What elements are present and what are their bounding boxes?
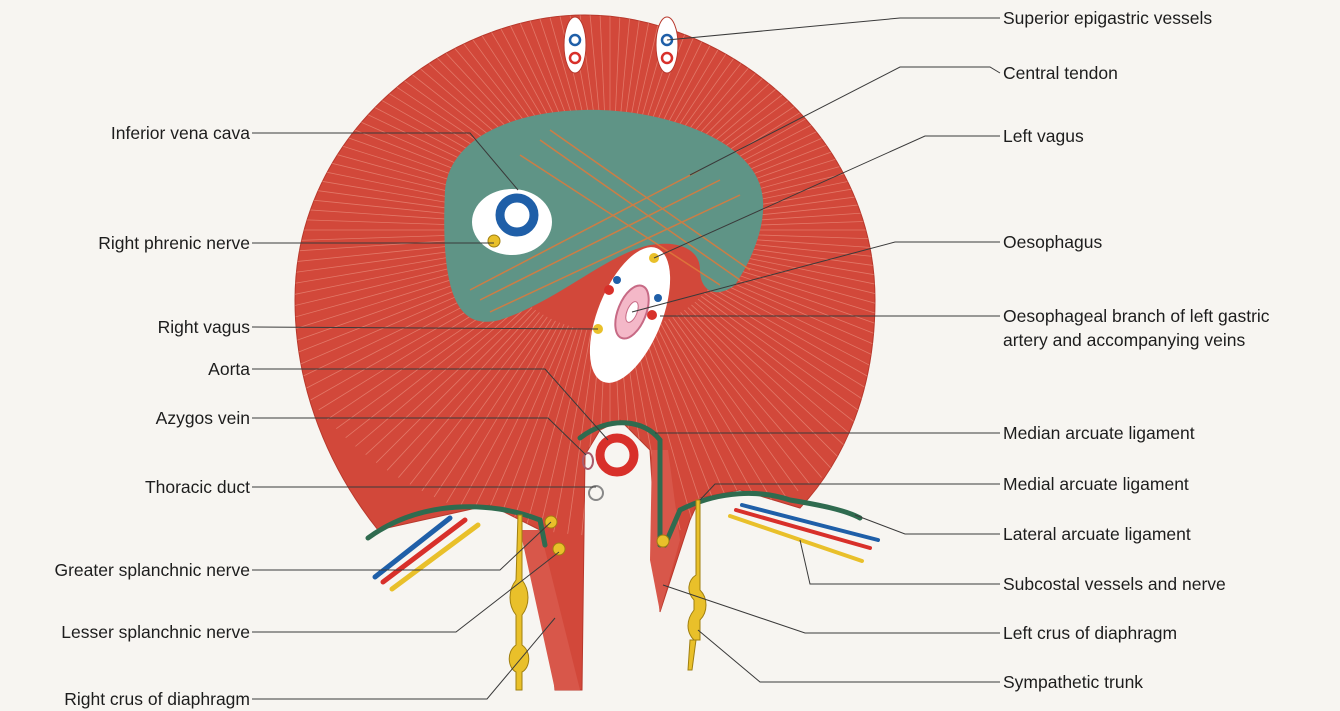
- leader-line: [855, 515, 1000, 534]
- label-oesophageal-branch-line2: artery and accompanying veins: [1003, 329, 1245, 351]
- label-greater-splanchnic-nerve: Greater splanchnic nerve: [54, 559, 250, 581]
- label-azygos-vein: Azygos vein: [156, 407, 250, 429]
- label-thoracic-duct: Thoracic duct: [145, 476, 250, 498]
- label-medial-arcuate-ligament: Medial arcuate ligament: [1003, 473, 1189, 495]
- leader-line: [667, 18, 1000, 40]
- left-bundle: [375, 518, 478, 589]
- superior-epigastric-right: [656, 17, 678, 73]
- leader-line: [252, 522, 551, 570]
- label-oesophagus: Oesophagus: [1003, 231, 1102, 253]
- superior-epigastric-left: [564, 17, 586, 73]
- label-left-vagus: Left vagus: [1003, 125, 1084, 147]
- ivc-opening: [472, 189, 552, 255]
- label-right-crus-of-diaphragm: Right crus of diaphragm: [64, 688, 250, 710]
- label-right-phrenic-nerve: Right phrenic nerve: [98, 232, 250, 254]
- leader-line: [663, 585, 1000, 633]
- label-sympathetic-trunk: Sympathetic trunk: [1003, 671, 1143, 693]
- label-lesser-splanchnic-nerve: Lesser splanchnic nerve: [61, 621, 250, 643]
- label-median-arcuate-ligament: Median arcuate ligament: [1003, 422, 1195, 444]
- leader-line: [800, 540, 1000, 584]
- label-left-crus-of-diaphragm: Left crus of diaphragm: [1003, 622, 1177, 644]
- label-aorta: Aorta: [208, 358, 250, 380]
- label-oesophageal-branch-line1: Oesophageal branch of left gastric: [1003, 305, 1270, 327]
- label-central-tendon: Central tendon: [1003, 62, 1118, 84]
- leader-line: [698, 630, 1000, 682]
- label-inferior-vena-cava: Inferior vena cava: [111, 122, 250, 144]
- aortic-opening: [583, 438, 634, 500]
- label-right-vagus: Right vagus: [158, 316, 250, 338]
- label-subcostal-vessels-and-nerve: Subcostal vessels and nerve: [1003, 573, 1226, 595]
- label-superior-epigastric-vessels: Superior epigastric vessels: [1003, 7, 1212, 29]
- label-lateral-arcuate-ligament: Lateral arcuate ligament: [1003, 523, 1191, 545]
